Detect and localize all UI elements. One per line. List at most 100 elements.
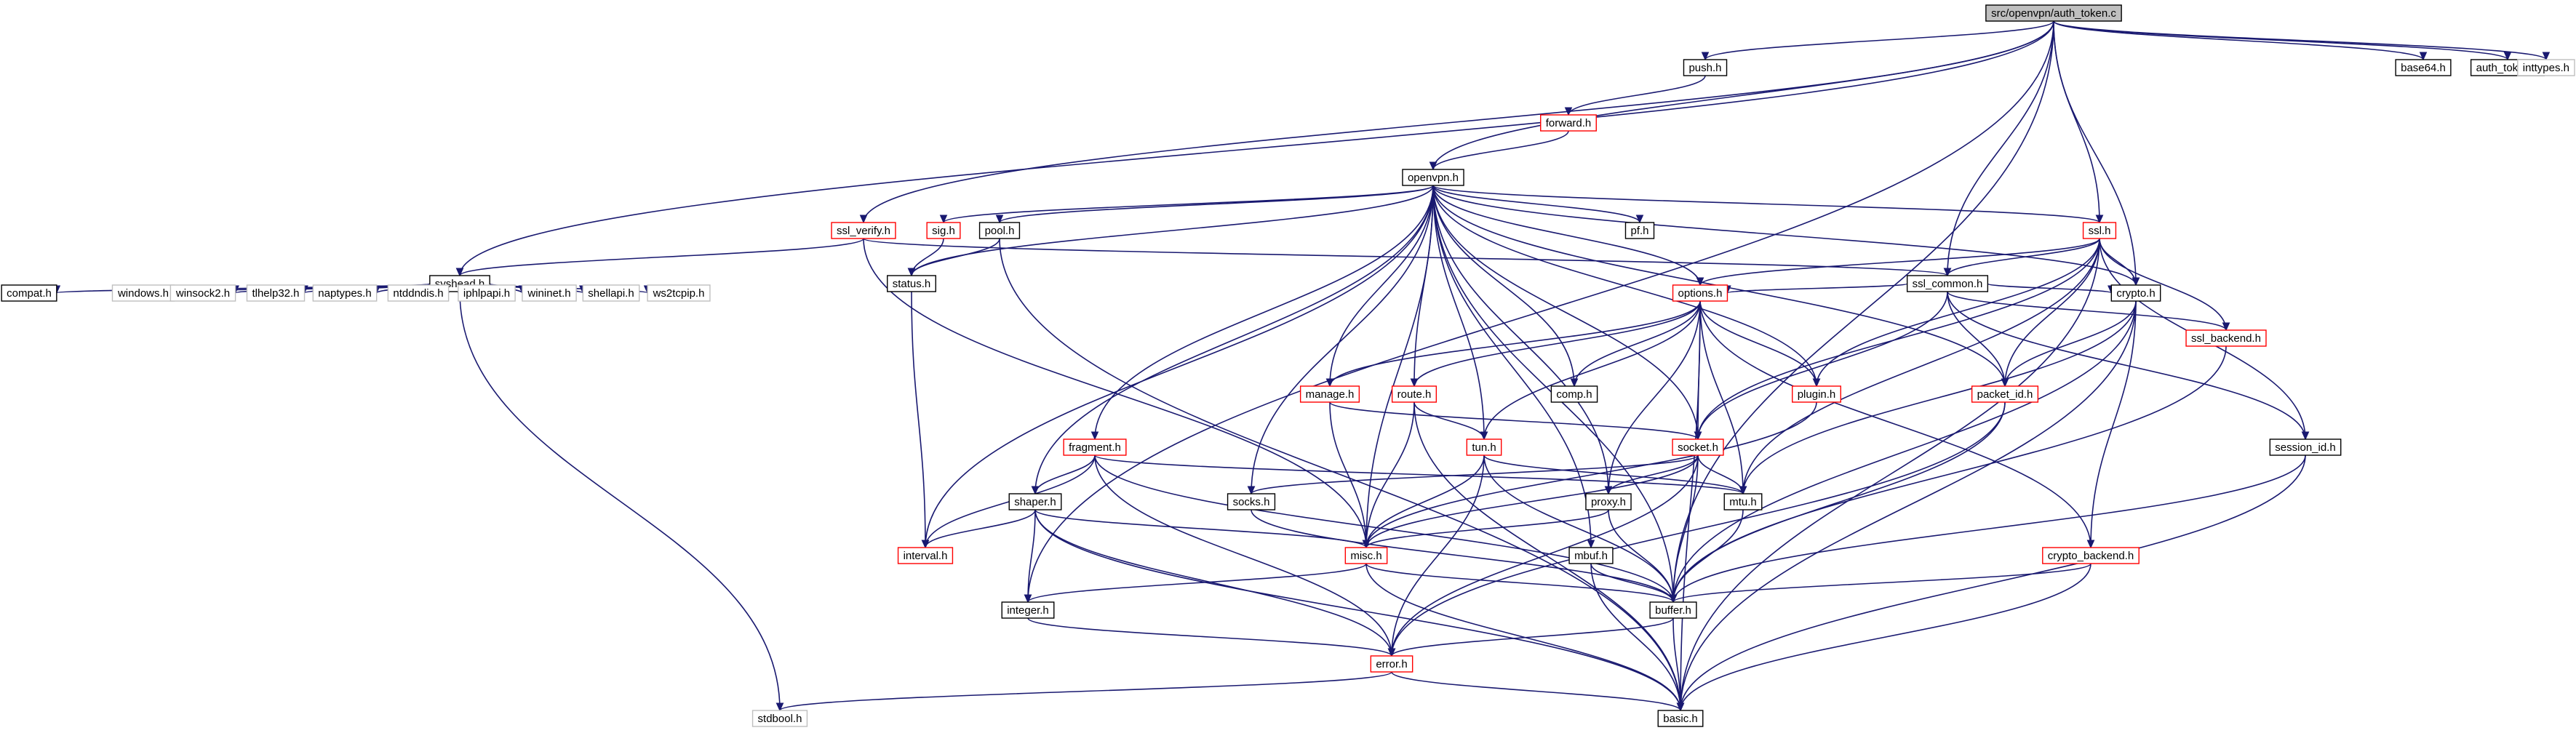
edge-arrowhead bbox=[455, 268, 464, 277]
edge-tun-h-to-buffer-h bbox=[1483, 454, 1674, 603]
edge-arrowhead bbox=[1031, 486, 1040, 495]
edge-arrowhead bbox=[1739, 486, 1747, 495]
node-socks-h[interactable]: socks.h bbox=[1227, 493, 1276, 510]
node-box bbox=[2082, 222, 2117, 239]
node-box bbox=[1370, 655, 1413, 673]
node-box bbox=[1649, 601, 1697, 619]
edge-socks-h-to-buffer-h bbox=[1251, 509, 1674, 603]
edge-tun-h-to-mtu-h bbox=[1483, 454, 1744, 494]
node-iphlpapi-h: iphlpapi.h bbox=[458, 284, 516, 302]
node-options-h[interactable]: options.h bbox=[1672, 284, 1728, 302]
node-label: src/openvpn/auth_token.c bbox=[1991, 7, 2116, 20]
node-socket-h[interactable]: socket.h bbox=[1672, 438, 1724, 456]
edge-arrowhead bbox=[1669, 594, 1678, 604]
node-tun-h[interactable]: tun.h bbox=[1466, 438, 1502, 456]
edge-openvpn-h-to-pool-h bbox=[999, 185, 1434, 223]
edge-ssl-common-h-to-packet-id-h bbox=[1947, 291, 2006, 387]
node-box bbox=[387, 284, 450, 302]
node-box bbox=[887, 275, 936, 292]
node-crypto-h[interactable]: crypto.h bbox=[2110, 284, 2161, 302]
node-comp-h[interactable]: comp.h bbox=[1550, 385, 1598, 403]
edge-manage-h-to-socket-h bbox=[1329, 401, 1699, 440]
node-box bbox=[458, 284, 516, 302]
node-crypto-backend-h[interactable]: crypto_backend.h bbox=[2042, 547, 2140, 564]
node-pool-h[interactable]: pool.h bbox=[978, 222, 1021, 239]
node-compat-h[interactable]: compat.h bbox=[1, 284, 57, 302]
node-integer-h[interactable]: integer.h bbox=[1001, 601, 1055, 619]
node-shaper-h[interactable]: shaper.h bbox=[1008, 493, 1062, 510]
edge-shaper-h-to-basic-h bbox=[1034, 509, 1681, 711]
node-label: shellapi.h bbox=[588, 287, 634, 300]
edge-route-h-to-basic-h bbox=[1413, 401, 1681, 711]
node-box bbox=[1001, 601, 1055, 619]
node-box bbox=[2395, 59, 2452, 76]
edge-session-id-h-to-buffer-h bbox=[1672, 454, 2306, 603]
edge-arrowhead bbox=[1694, 431, 1702, 441]
edge-arrowhead bbox=[1247, 486, 1256, 495]
node-label: sig.h bbox=[932, 225, 955, 237]
edge-misc-h-to-buffer-h bbox=[1365, 563, 1674, 603]
node-ssl-verify-h[interactable]: ssl_verify.h bbox=[831, 222, 896, 239]
node-manage-h[interactable]: manage.h bbox=[1299, 385, 1360, 403]
node-label: iphlpapi.h bbox=[463, 287, 510, 300]
node-session-id-h[interactable]: session_id.h bbox=[2269, 438, 2342, 456]
edge-auth-token-c-to-integer-h bbox=[1027, 20, 2054, 603]
node-basic-h[interactable]: basic.h bbox=[1657, 710, 1704, 727]
node-error-h[interactable]: error.h bbox=[1370, 655, 1413, 673]
node-label: buffer.h bbox=[1655, 604, 1691, 617]
node-label: basic.h bbox=[1663, 713, 1698, 725]
edge-error-h-to-stdbool-h bbox=[779, 671, 1392, 711]
edge-openvpn-h-to-ssl-h bbox=[1432, 185, 2100, 223]
edge-arrowhead bbox=[2132, 277, 2140, 287]
node-base64-h[interactable]: base64.h bbox=[2395, 59, 2452, 76]
node-label: compat.h bbox=[7, 287, 52, 300]
node-plugin-h[interactable]: plugin.h bbox=[1792, 385, 1841, 403]
node-mtu-h[interactable]: mtu.h bbox=[1723, 493, 1763, 510]
node-misc-h[interactable]: misc.h bbox=[1344, 547, 1388, 564]
node-box bbox=[1672, 438, 1724, 456]
edge-ssl-h-to-socket-h bbox=[1697, 238, 2100, 440]
node-label: interval.h bbox=[904, 550, 948, 562]
node-forward-h[interactable]: forward.h bbox=[1540, 114, 1597, 132]
edge-arrowhead bbox=[1570, 378, 1579, 388]
edge-crypto-h-to-buffer-h bbox=[1672, 300, 2137, 603]
node-box bbox=[647, 284, 711, 302]
edge-auth-token-c-to-push-h bbox=[1704, 20, 2054, 60]
node-openvpn-h[interactable]: openvpn.h bbox=[1402, 169, 1464, 186]
edge-arrowhead bbox=[775, 702, 784, 712]
node-route-h[interactable]: route.h bbox=[1391, 385, 1437, 403]
node-mbuf-h[interactable]: mbuf.h bbox=[1568, 547, 1614, 564]
node-fragment-h[interactable]: fragment.h bbox=[1063, 438, 1127, 456]
node-interval-h[interactable]: interval.h bbox=[897, 547, 954, 564]
node-sig-h[interactable]: sig.h bbox=[926, 222, 961, 239]
node-ssl-backend-h[interactable]: ssl_backend.h bbox=[2185, 329, 2267, 347]
node-auth-token-c[interactable]: src/openvpn/auth_token.c bbox=[1985, 4, 2122, 22]
edge-socket-h-to-error-h bbox=[1391, 454, 1699, 657]
node-status-h[interactable]: status.h bbox=[887, 275, 936, 292]
node-proxy-h[interactable]: proxy.h bbox=[1585, 493, 1632, 510]
node-box bbox=[2517, 59, 2575, 76]
node-ssl-h[interactable]: ssl.h bbox=[2082, 222, 2117, 239]
node-buffer-h[interactable]: buffer.h bbox=[1649, 601, 1697, 619]
node-box bbox=[978, 222, 1021, 239]
edge-openvpn-h-to-options-h bbox=[1432, 185, 1701, 286]
node-label: inttypes.h bbox=[2523, 62, 2569, 74]
node-packet-id-h[interactable]: packet_id.h bbox=[1971, 385, 2039, 403]
node-box bbox=[1624, 222, 1655, 239]
edge-buffer-h-to-error-h bbox=[1391, 617, 1674, 657]
edge-mbuf-h-to-buffer-h bbox=[1590, 563, 1674, 603]
edge-openvpn-h-to-shaper-h bbox=[1034, 185, 1434, 494]
edge-fragment-h-to-buffer-h bbox=[1094, 454, 1674, 603]
node-label: push.h bbox=[1688, 62, 1721, 74]
edge-auth-token-c-to-syshead-h bbox=[459, 20, 2054, 276]
node-ssl-common-h[interactable]: ssl_common.h bbox=[1906, 275, 1989, 292]
edge-arrowhead bbox=[2222, 322, 2230, 332]
edge-openvpn-h-to-interval-h bbox=[925, 185, 1434, 548]
edge-openvpn-h-to-status-h bbox=[911, 185, 1434, 276]
edge-crypto-h-to-crypto-backend-h bbox=[2090, 300, 2137, 548]
node-box bbox=[1672, 284, 1728, 302]
edge-ssl-h-to-mtu-h bbox=[1742, 238, 2100, 494]
node-pf-h[interactable]: pf.h bbox=[1624, 222, 1655, 239]
node-push-h[interactable]: push.h bbox=[1683, 59, 1728, 76]
